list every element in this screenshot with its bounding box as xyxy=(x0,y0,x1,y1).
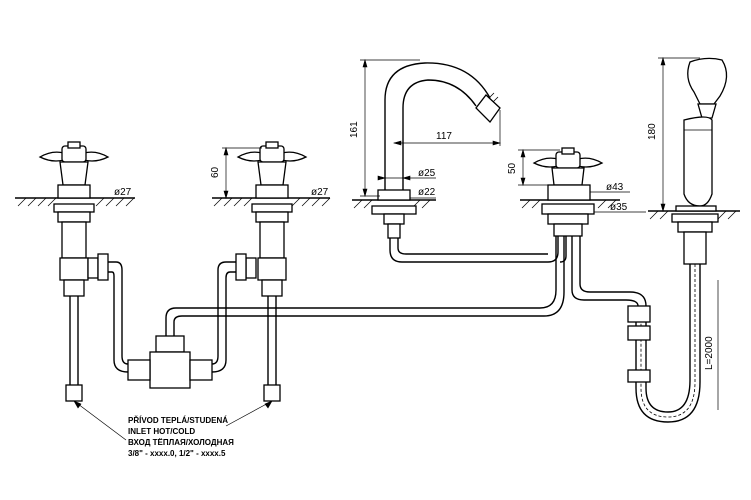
inlet-note: PŘÍVOD TEPLÁ/STUDENÁ INLET HOT/COLD ВХОД… xyxy=(128,416,234,458)
hose-length-label: L=2000 xyxy=(704,336,715,370)
inlet-note-line2: INLET HOT/COLD xyxy=(128,427,195,436)
dim-spout-reach: 117 xyxy=(392,110,502,146)
dia-spout-base-label: ø25 xyxy=(418,168,436,179)
dim-middle-valve-height: 60 xyxy=(210,146,262,200)
dim-middle-valve-diameter: ø27 xyxy=(292,187,330,199)
mixing-tee xyxy=(127,335,213,389)
height-spout-161-label: 161 xyxy=(349,121,360,138)
dim-diverter-diameters: ø43 ø35 xyxy=(590,182,646,213)
height-diverter-50-label: 50 xyxy=(507,162,518,174)
diverter-pipes xyxy=(165,236,647,338)
left-valve xyxy=(38,141,110,402)
dim-hose-length: L=2000 xyxy=(704,280,719,410)
shower-hose xyxy=(627,264,701,423)
dim-spout-height: 161 xyxy=(349,58,420,198)
inlet-note-line4: 3/8" - xxxx.0, 1/2" - xxxx.5 xyxy=(128,449,226,458)
diverter xyxy=(532,147,604,237)
hand-shower xyxy=(671,57,728,265)
dia-spout-hole-label: ø22 xyxy=(418,187,436,198)
spout xyxy=(371,62,548,263)
dim-spout-diameters: ø25 ø22 xyxy=(377,168,436,199)
inlet-leaders xyxy=(73,400,273,441)
reach-spout-117-label: 117 xyxy=(436,131,452,142)
height-valve-60-label: 60 xyxy=(210,166,221,178)
left-supply-loop xyxy=(108,261,129,373)
dia-shower-holder-label: ø35 xyxy=(610,202,628,213)
dim-shower-height: 180 xyxy=(647,56,700,213)
right-supply-loop xyxy=(211,261,236,373)
inlet-note-line1: PŘÍVOD TEPLÁ/STUDENÁ xyxy=(128,416,228,425)
dim-diverter-height: 50 xyxy=(507,148,560,187)
dim-left-valve-diameter: ø27 xyxy=(96,187,135,199)
height-shower-180-label: 180 xyxy=(647,123,658,140)
dia-mid-valve-label: ø27 xyxy=(311,187,329,198)
dia-diverter-label: ø43 xyxy=(606,182,624,193)
inlet-note-line3: ВХОД ТЁПЛАЯ/ХОЛОДНАЯ xyxy=(128,438,234,447)
middle-valve xyxy=(235,141,308,402)
dia-left-valve-label: ø27 xyxy=(114,187,132,198)
